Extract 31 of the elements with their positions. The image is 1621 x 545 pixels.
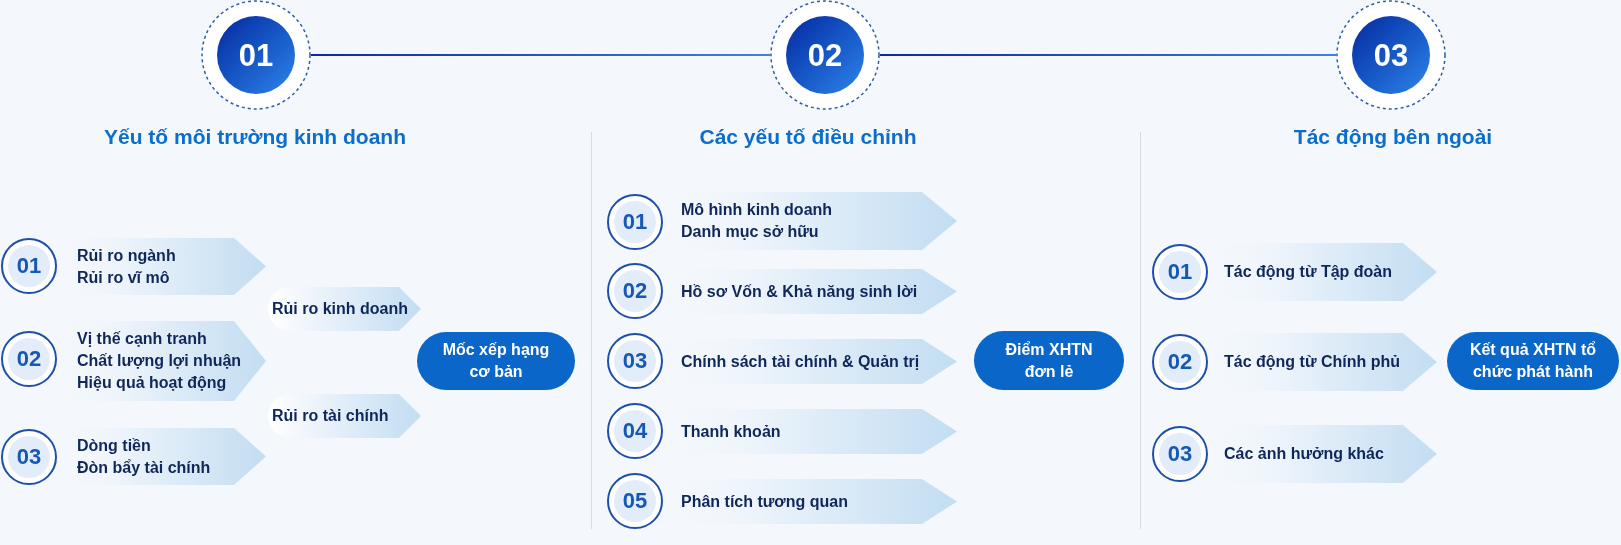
section-heading: Tác động bên ngoài [1293,124,1493,150]
item-label: Tác động từ Tập đoàn [1224,262,1393,282]
item-label: Rủi ro ngành [77,245,176,266]
connector-line [879,54,1337,56]
step-circle: 03 [1336,0,1446,110]
item-label: Rủi ro tài chính [272,406,389,426]
step-circle: 02 [770,0,880,110]
item-label: Vị thế cạnh tranh [77,329,207,349]
item-label: Dòng tiền [77,435,151,456]
result-pill: Mốc xếp hạng cơ bản [417,332,575,390]
label-banner [268,394,421,438]
item-label: Đòn bẩy tài chính [77,457,211,478]
item-label: Rủi ro vĩ mô [77,267,170,288]
item-label: Phân tích tương quan [681,491,848,512]
item-label: Chất lượng lợi nhuận [77,351,242,371]
item-label: Danh mục sở hữu [681,222,819,242]
item-label: Mô hình kinh doanh [681,200,833,220]
item-label: Hiệu quả hoạt động [77,373,227,393]
connector-line [310,54,771,56]
result-pill: Kết quả XHTN tổ chức phát hành [1447,332,1619,390]
section-heading: Các yếu tố điều chỉnh [699,124,917,150]
item-label: Thanh khoản [681,421,781,442]
item-label: Các ảnh hưởng khác [1224,444,1384,464]
item-label: Tác động từ Chính phủ [1224,352,1400,372]
label-banner [268,287,421,331]
item-label: Rủi ro kinh doanh [272,299,408,319]
step-circle: 01 [201,0,311,110]
result-pill: Điểm XHTN đơn lẻ [974,331,1124,390]
section-heading: Yếu tố môi trường kinh doanh [104,124,406,150]
item-label: Hồ sơ Vốn & Khả năng sinh lời [681,281,918,302]
item-label: Chính sách tài chính & Quản trị [681,351,920,372]
